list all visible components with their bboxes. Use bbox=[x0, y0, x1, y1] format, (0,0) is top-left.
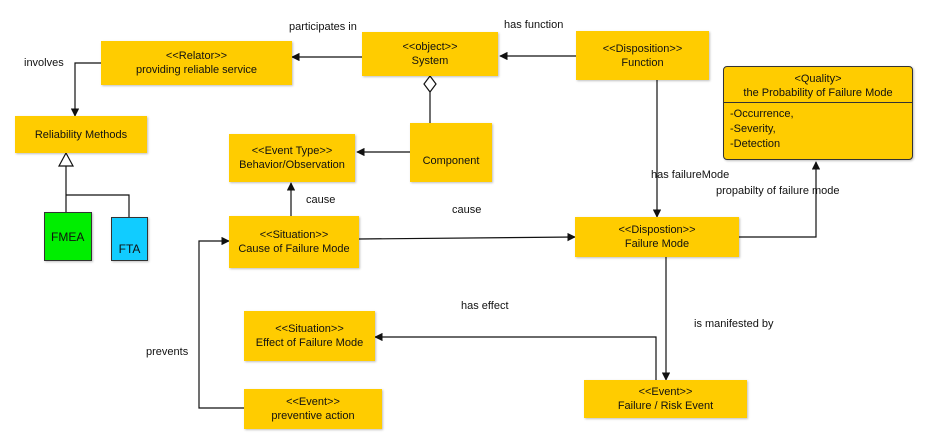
label-prevents: prevents bbox=[146, 346, 189, 358]
system-name: System bbox=[411, 55, 449, 67]
failure-mode-node[interactable]: <<Dispostion>> Failure Mode bbox=[575, 217, 739, 257]
edge-involves bbox=[70, 62, 101, 117]
edge-has-effect bbox=[374, 332, 657, 380]
effect-failure-name: Effect of Failure Mode bbox=[255, 337, 364, 349]
component-name: Component bbox=[422, 154, 480, 167]
cause-failure-stereotype: <<Situation>> bbox=[259, 229, 329, 241]
failure-mode-stereotype: <<Dispostion>> bbox=[618, 224, 696, 236]
function-stereotype: <<Disposition>> bbox=[602, 42, 683, 55]
quality-attribute: -Detection bbox=[730, 138, 781, 150]
label-has-failure-mode: has failureMode bbox=[651, 169, 730, 181]
reliability-methods-name: Reliability Methods bbox=[34, 128, 128, 141]
behavior-name: Behavior/Observation bbox=[239, 159, 345, 171]
edge-prevents bbox=[198, 236, 244, 409]
edge-fta-generalization bbox=[66, 194, 130, 217]
behavior-stereotype: <<Event Type>> bbox=[251, 145, 333, 157]
reliability-methods-node[interactable]: Reliability Methods bbox=[15, 116, 147, 153]
edge-probability bbox=[739, 161, 821, 238]
failure-event-stereotype: <<Event>> bbox=[638, 386, 693, 398]
failure-mode-name: Failure Mode bbox=[624, 238, 690, 250]
label-involves: involves bbox=[24, 57, 64, 69]
quality-attribute: -Occurrence, bbox=[730, 108, 794, 120]
label-is-manifested-by: is manifested by bbox=[694, 318, 774, 330]
label-cause-vertical: cause bbox=[306, 194, 336, 206]
label-has-effect: has effect bbox=[461, 300, 509, 312]
quality-attributes: -Occurrence, -Severity, -Detection bbox=[724, 103, 912, 152]
fta-name: FTA bbox=[118, 242, 141, 256]
component-node[interactable]: Component bbox=[410, 123, 492, 182]
label-cause-horizontal: cause bbox=[452, 204, 482, 216]
fta-node[interactable]: FTA bbox=[111, 217, 148, 261]
aggregation-diamond bbox=[423, 75, 437, 93]
preventive-action-node[interactable]: <<Event>> preventive action bbox=[244, 389, 382, 429]
quality-header: <Quality> the Probability of Failure Mod… bbox=[724, 67, 912, 103]
relator-name: providing reliable service bbox=[135, 64, 258, 76]
system-node[interactable]: <<object>> System bbox=[362, 32, 498, 76]
quality-name: the Probability of Failure Mode bbox=[743, 87, 893, 99]
behavior-node[interactable]: <<Event Type>> Behavior/Observation bbox=[229, 134, 355, 182]
function-name: Function bbox=[621, 56, 664, 69]
preventive-action-stereotype: <<Event>> bbox=[286, 396, 340, 408]
edge-cause-horizontal bbox=[358, 232, 576, 242]
failure-event-node[interactable]: <<Event>> Failure / Risk Event bbox=[584, 380, 747, 418]
label-has-function: has function bbox=[504, 19, 564, 31]
quality-attribute: -Severity, bbox=[730, 123, 776, 135]
label-probability: propabilty of failure mode bbox=[716, 185, 840, 197]
generalization-triangle bbox=[57, 151, 75, 167]
relator-node[interactable]: <<Relator>> providing reliable service bbox=[101, 41, 292, 85]
effect-failure-stereotype: <<Situation>> bbox=[275, 323, 344, 335]
preventive-action-name: preventive action bbox=[271, 410, 355, 422]
relator-stereotype: <<Relator>> bbox=[165, 50, 228, 62]
fmea-name: FMEA bbox=[51, 229, 85, 244]
cause-failure-name: Cause of Failure Mode bbox=[238, 243, 350, 255]
quality-stereotype: <Quality> bbox=[794, 73, 842, 85]
cause-failure-node[interactable]: <<Situation>> Cause of Failure Mode bbox=[229, 216, 359, 268]
quality-node[interactable]: <Quality> the Probability of Failure Mod… bbox=[723, 66, 913, 160]
system-stereotype: <<object>> bbox=[402, 41, 458, 53]
effect-failure-node[interactable]: <<Situation>> Effect of Failure Mode bbox=[244, 311, 375, 361]
failure-event-name: Failure / Risk Event bbox=[617, 400, 714, 412]
label-participates-in: participates in bbox=[289, 21, 357, 33]
fmea-node[interactable]: FMEA bbox=[44, 212, 92, 261]
function-node[interactable]: <<Disposition>> Function bbox=[576, 31, 709, 80]
